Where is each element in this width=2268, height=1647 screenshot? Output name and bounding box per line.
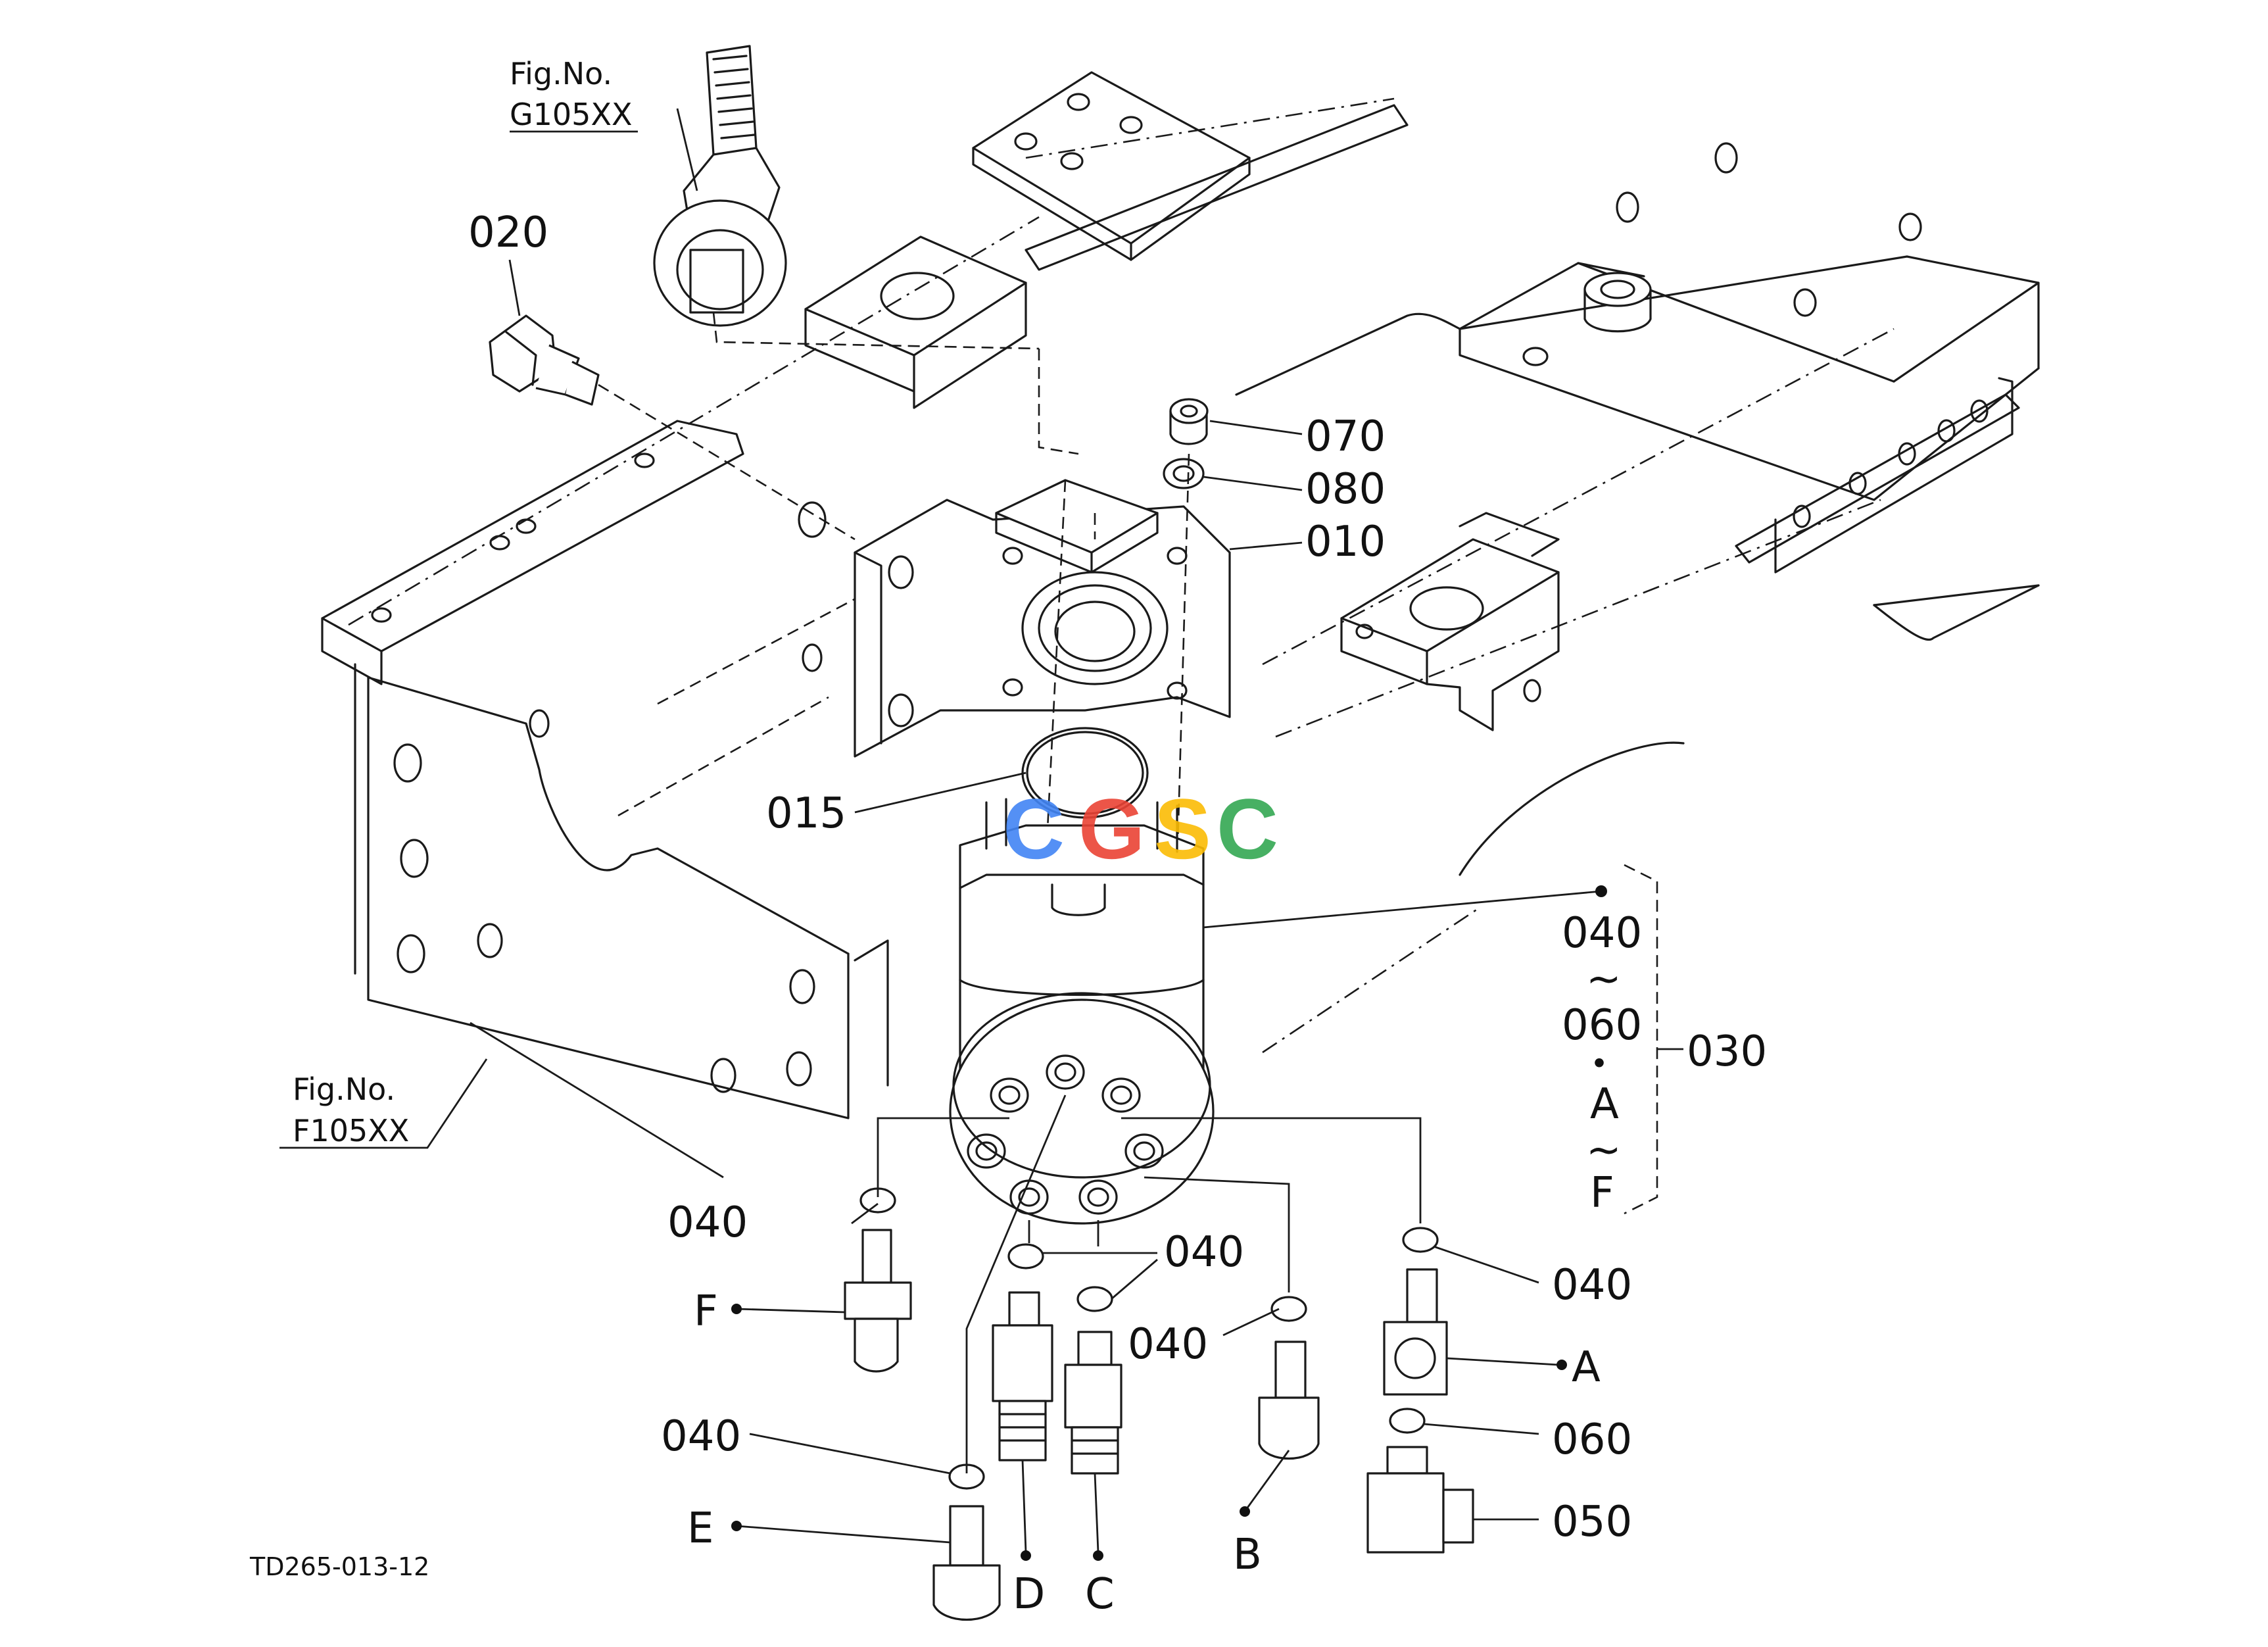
port-connection-lines [877, 1094, 1422, 1473]
label-030-group: 040 ~ 060 ・ A ~ F 030 [1562, 909, 1767, 1217]
ref-top-line2: G105XX [510, 97, 632, 132]
label-040-f: 040 [667, 1198, 748, 1247]
steering-shaft-part [653, 45, 787, 327]
port-label-d: D [1013, 1570, 1045, 1619]
watermark-letter-4: C [1217, 781, 1278, 877]
ref-top-line1: Fig.No. [510, 56, 612, 91]
label-060: 060 [1552, 1415, 1632, 1464]
label-040-a: 040 [1552, 1261, 1632, 1310]
label-070: 070 [1305, 412, 1386, 461]
bracket-line-5: A [1590, 1080, 1619, 1129]
o-ring-060 [1389, 1408, 1426, 1434]
o-ring-040-f [859, 1187, 896, 1214]
reference-top: Fig.No. G105XX [510, 56, 632, 132]
part-010-bracket [854, 479, 1231, 758]
watermark-letter-1: C [1003, 781, 1065, 877]
port-label-e: E [687, 1504, 713, 1553]
o-ring-040-e [948, 1463, 985, 1490]
frame-structure [321, 71, 2040, 1119]
leader-dots [731, 885, 1607, 1561]
label-020: 020 [468, 209, 548, 257]
o-ring-040-b [1270, 1296, 1307, 1322]
o-ring-040-d [1007, 1243, 1044, 1269]
reference-left: Fig.No. F105XX [293, 1071, 409, 1148]
label-040-dc: 040 [1164, 1228, 1244, 1277]
part-050-elbow [1366, 1446, 1474, 1554]
bracket-line-6: ~ [1586, 1126, 1622, 1175]
drawing-number: TD265-013-12 [249, 1552, 429, 1581]
o-ring-040-a [1402, 1227, 1439, 1253]
label-080: 080 [1305, 465, 1386, 514]
port-label-b: B [1233, 1531, 1262, 1579]
watermark-logo: C G S C [1003, 781, 1278, 877]
label-010: 010 [1305, 518, 1386, 566]
watermark-letter-2: G [1078, 781, 1145, 877]
bracket-line-3: 060 [1562, 1001, 1642, 1050]
bracket-line-2: ~ [1586, 955, 1622, 1004]
label-015: 015 [766, 789, 846, 838]
o-ring-040-c [1076, 1286, 1113, 1312]
port-label-c: C [1085, 1570, 1115, 1619]
part-020-fitting [489, 314, 600, 406]
bracket-line-1: 040 [1562, 909, 1642, 958]
label-040-b: 040 [1128, 1320, 1208, 1369]
port-holes [967, 1054, 1164, 1215]
watermark-letter-3: S [1154, 781, 1211, 877]
part-070-nut [1169, 398, 1209, 445]
part-030-steering-unit [949, 798, 1215, 1225]
port-label-f: F [694, 1287, 718, 1336]
leader-lines [279, 108, 1683, 1553]
label-030: 030 [1687, 1027, 1767, 1076]
port-label-a: A [1572, 1343, 1601, 1392]
fittings-group [844, 1187, 1474, 1621]
bracket-line-7: F [1590, 1169, 1614, 1217]
ref-left-line2: F105XX [293, 1113, 409, 1148]
group-bracket-030 [1624, 864, 1658, 1215]
label-040-e: 040 [661, 1412, 741, 1461]
bracket-line-4: ・ [1578, 1041, 1620, 1089]
assembly-center-lines [598, 312, 1190, 869]
label-050: 050 [1552, 1498, 1632, 1546]
part-080-washer [1163, 458, 1205, 489]
ref-left-line1: Fig.No. [293, 1071, 395, 1107]
